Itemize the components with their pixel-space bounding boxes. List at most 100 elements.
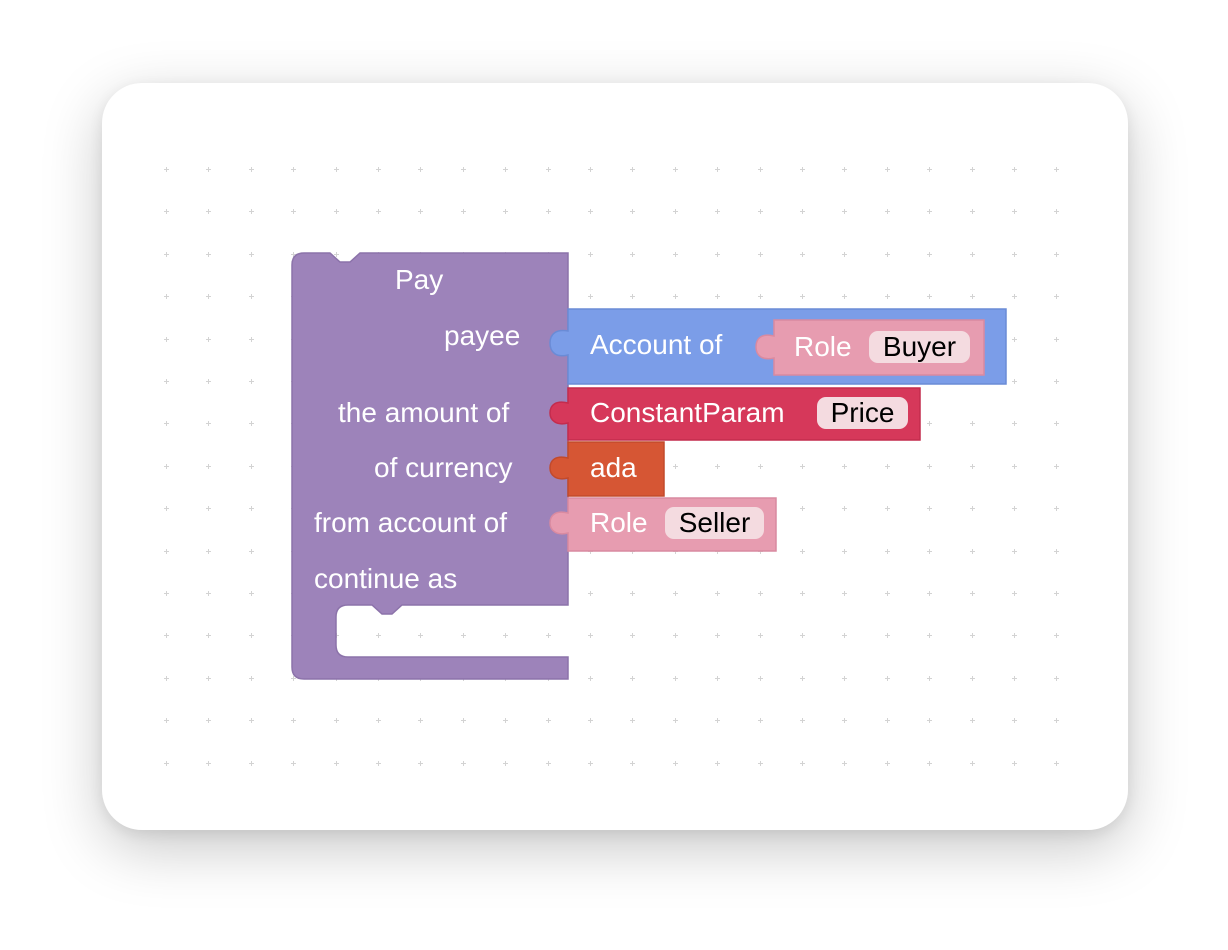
grid-dot [545,208,552,215]
grid-dot [799,166,806,173]
grid-dot [375,632,382,639]
grid-dot [757,717,764,724]
grid-dot [163,463,170,470]
grid-dot [205,590,212,597]
grid-dot [672,166,679,173]
grid-dot [587,590,594,597]
grid-dot [926,632,933,639]
grid-dot [163,166,170,173]
grid-dot [969,548,976,555]
amount-label: the amount of [338,397,510,428]
grid-dot [460,717,467,724]
grid-dot [587,208,594,215]
grid-dot [629,166,636,173]
currency-label: of currency [374,452,513,483]
grid-dot [205,632,212,639]
grid-dot [163,675,170,682]
grid-dot [714,590,721,597]
grid-dot [757,590,764,597]
grid-dot [502,632,509,639]
grid-dot [841,293,848,300]
ada-currency-block[interactable] [549,441,665,497]
grid-dot [163,717,170,724]
grid-dot [205,548,212,555]
role-seller-field[interactable]: Seller [665,507,764,539]
grid-dot [460,166,467,173]
grid-dot [545,166,552,173]
grid-dot [1053,760,1060,767]
grid-dot [333,208,340,215]
grid-dot [714,717,721,724]
grid-dot [163,378,170,385]
constant-param-label: ConstantParam [590,397,785,428]
grid-dot [502,717,509,724]
grid-dot [629,293,636,300]
grid-dot [1011,293,1018,300]
grid-dot [672,463,679,470]
grid-dot [417,166,424,173]
grid-dot [926,760,933,767]
grid-dot [884,463,891,470]
grid-dot [799,590,806,597]
grid-dot [248,208,255,215]
grid-dot [714,166,721,173]
grid-dot [502,166,509,173]
grid-dot [163,505,170,512]
grid-dot [205,675,212,682]
grid-dot [884,251,891,258]
grid-dot [1011,166,1018,173]
grid-dot [1011,336,1018,343]
grid-dot [248,760,255,767]
grid-dot [714,251,721,258]
ada-label: ada [590,452,637,483]
payee-label: payee [444,320,521,351]
grid-dot [884,760,891,767]
pay-block[interactable] [291,252,569,680]
grid-dot [333,760,340,767]
grid-dot [672,293,679,300]
grid-dot [163,548,170,555]
grid-dot [969,632,976,639]
grid-dot [375,208,382,215]
grid-dot [205,760,212,767]
grid-dot [714,675,721,682]
grid-dot [205,293,212,300]
grid-dot [672,208,679,215]
grid-dot [545,632,552,639]
grid-dot [926,590,933,597]
grid-dot [629,632,636,639]
grid-dot [163,251,170,258]
grid-dot [205,166,212,173]
grid-dot [587,675,594,682]
grid-dot [1053,378,1060,385]
grid-dot [1011,208,1018,215]
grid-dot [672,675,679,682]
grid-dot [587,632,594,639]
grid-dot [841,505,848,512]
grid-dot [1053,420,1060,427]
grid-dot [1053,293,1060,300]
grid-dot [205,378,212,385]
grid-dot [1053,590,1060,597]
grid-dot [1011,675,1018,682]
grid-dot [290,760,297,767]
grid-dot [1053,208,1060,215]
grid-dot [417,717,424,724]
grid-dot [799,505,806,512]
grid-dot [672,760,679,767]
grid-dot [969,590,976,597]
role-buyer-field[interactable]: Buyer [869,331,970,363]
grid-dot [969,505,976,512]
grid-dot [290,251,297,258]
grid-dot [460,208,467,215]
constant-param-field[interactable]: Price [817,397,908,429]
grid-dot [672,632,679,639]
grid-dot [248,590,255,597]
grid-dot [672,717,679,724]
grid-dot [1053,675,1060,682]
grid-dot [1011,251,1018,258]
grid-dot [969,208,976,215]
grid-dot [290,675,297,682]
grid-dot [884,208,891,215]
